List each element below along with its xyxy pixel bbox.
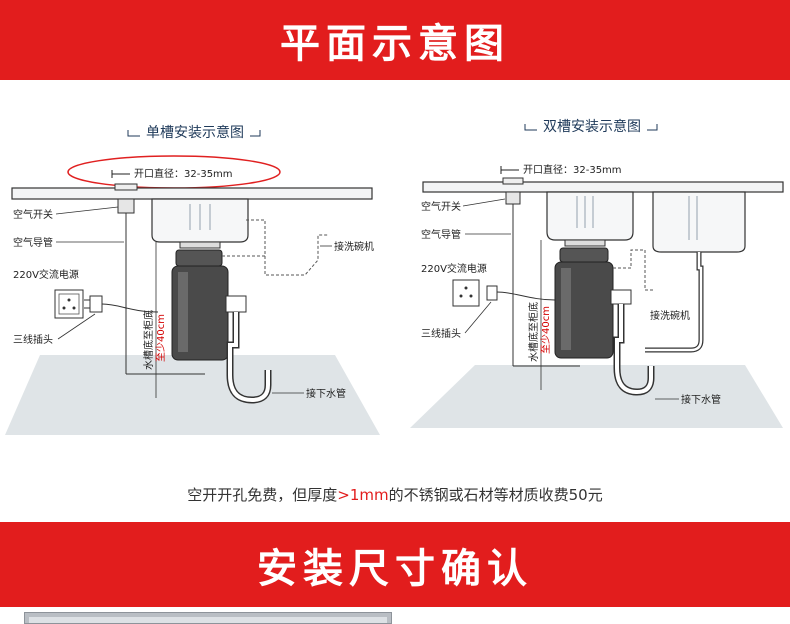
note-highlight: >1mm xyxy=(337,486,389,504)
plug-icon xyxy=(89,295,103,313)
power-label: 220V交流电源 xyxy=(13,268,79,281)
page-title: 平面示意图 xyxy=(280,21,510,67)
floor xyxy=(410,365,783,428)
dishwasher-label: 接洗碗机 xyxy=(650,309,690,322)
garbage-disposer xyxy=(559,247,609,263)
diagram-title: 单槽安装示意图 xyxy=(146,124,244,141)
double-sink-diagram: 双槽安装示意图 开口直径：32-35mm 空气开关 空气导管 220V交流电源 … xyxy=(410,118,784,428)
plug-label: 三线插头 xyxy=(13,333,53,346)
section-banner: 安装尺寸确认 xyxy=(0,522,790,607)
header-banner: 平面示意图 xyxy=(0,0,790,80)
pricing-note: 空开开孔免费，但厚度>1mm的不锈钢或石材等材质收费50元 xyxy=(0,484,790,505)
title-bracket xyxy=(127,130,261,137)
air-switch-button xyxy=(114,183,138,191)
dimension-value: 至少40cm xyxy=(155,314,167,362)
note-suffix: 的不锈钢或石材等材质收费50元 xyxy=(388,486,603,504)
garbage-disposer xyxy=(175,249,223,267)
sink-basin-left xyxy=(546,191,634,241)
drain-label: 接下水管 xyxy=(681,393,721,406)
air-switch-label: 空气开关 xyxy=(421,200,461,213)
note-prefix: 空开开孔免费，但厚度 xyxy=(187,486,338,504)
single-sink-diagram: 单槽安装示意图 开口直径：32-35mm 空气开关 空气导管 220V交流电源 … xyxy=(5,124,380,435)
socket-icon xyxy=(452,279,480,307)
dimension-label: 水槽底至柜底 xyxy=(142,310,155,370)
plug-label: 三线插头 xyxy=(421,327,461,340)
hole-diameter-label: 开口直径：32-35mm xyxy=(134,167,233,180)
drain-label: 接下水管 xyxy=(306,387,346,400)
countertop xyxy=(422,181,784,193)
diagram-title: 双槽安装示意图 xyxy=(543,118,641,135)
air-tube-label: 空气导管 xyxy=(13,236,53,249)
section-title: 安装尺寸确认 xyxy=(257,545,533,592)
dishwasher-label: 接洗碗机 xyxy=(334,240,374,253)
air-tube-label: 空气导管 xyxy=(421,228,461,241)
dimension-image-preview xyxy=(24,612,392,624)
floor xyxy=(5,355,380,435)
sink-basin-right xyxy=(652,191,746,253)
socket-icon xyxy=(54,289,84,319)
plug-icon xyxy=(486,285,498,301)
hole-diameter-label: 开口直径：32-35mm xyxy=(523,163,622,176)
dimension-label: 水槽底至柜底 xyxy=(527,302,540,362)
dimension-value: 至少40cm xyxy=(540,306,552,354)
air-switch-label: 空气开关 xyxy=(13,208,53,221)
countertop xyxy=(11,187,373,200)
power-label: 220V交流电源 xyxy=(421,262,487,275)
